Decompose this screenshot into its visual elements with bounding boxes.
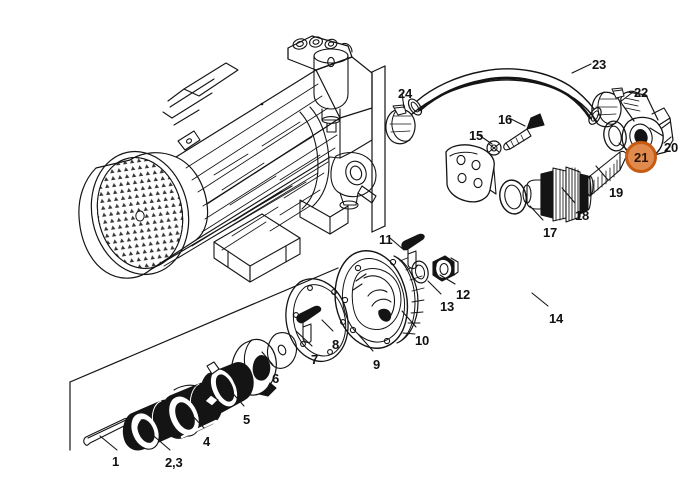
callout-15: 15: [469, 128, 484, 143]
part-4-coupling-hub: [160, 372, 223, 439]
part-9-gasket: [285, 278, 349, 362]
callout-24: 24: [398, 86, 413, 101]
part-18-coupler-nipple: [522, 166, 592, 223]
part-10-pump-housing: [334, 250, 425, 349]
callout-16: 16: [498, 112, 513, 127]
part-15-washer: [486, 140, 502, 156]
callout-22: 22: [634, 85, 649, 100]
callout-5: 5: [243, 412, 251, 427]
part-16-long-bolt: [503, 113, 545, 151]
part-14-manifold-bracket: [445, 144, 497, 203]
callout-8: 8: [332, 337, 340, 352]
part-6-swash-plate: [231, 338, 277, 397]
callout-leader-lines: [99, 63, 664, 451]
part-7-thrust-washer: [266, 332, 298, 369]
callout-2-3: 2,3: [165, 455, 183, 470]
callout-4: 4: [203, 434, 211, 449]
callout-18: 18: [575, 208, 590, 223]
callout-1: 1: [112, 454, 120, 469]
callout-23: 23: [592, 57, 607, 72]
callout-20: 20: [664, 140, 679, 155]
callout-12: 12: [456, 287, 471, 302]
motor-assembly: [78, 35, 377, 283]
part-23-suction-hose: [407, 68, 602, 125]
callout-9: 9: [373, 357, 381, 372]
part-13-o-ring-small: [411, 260, 429, 284]
callout-11: 11: [379, 232, 393, 247]
part-12-hex-nut: [432, 255, 459, 282]
callout-17: 17: [543, 225, 558, 240]
part-24-hose-clamp-lower: [385, 104, 416, 145]
part-11-hex-bolt: [401, 233, 425, 269]
callout-6: 6: [272, 371, 280, 386]
part-5-retainer-ring: [200, 361, 254, 414]
highlight-label-part-21: 21: [634, 150, 649, 165]
part-8-shoulder-screw: [296, 305, 322, 343]
callout-7: 7: [311, 352, 319, 367]
callout-14: 14: [549, 311, 564, 326]
callout-19: 19: [609, 185, 624, 200]
callout-10: 10: [415, 333, 430, 348]
part-21-sealing-ring: [603, 120, 627, 152]
highlight-circle-part-21: [625, 141, 657, 173]
callout-13: 13: [440, 299, 455, 314]
part-17-o-ring-large: [499, 179, 527, 215]
